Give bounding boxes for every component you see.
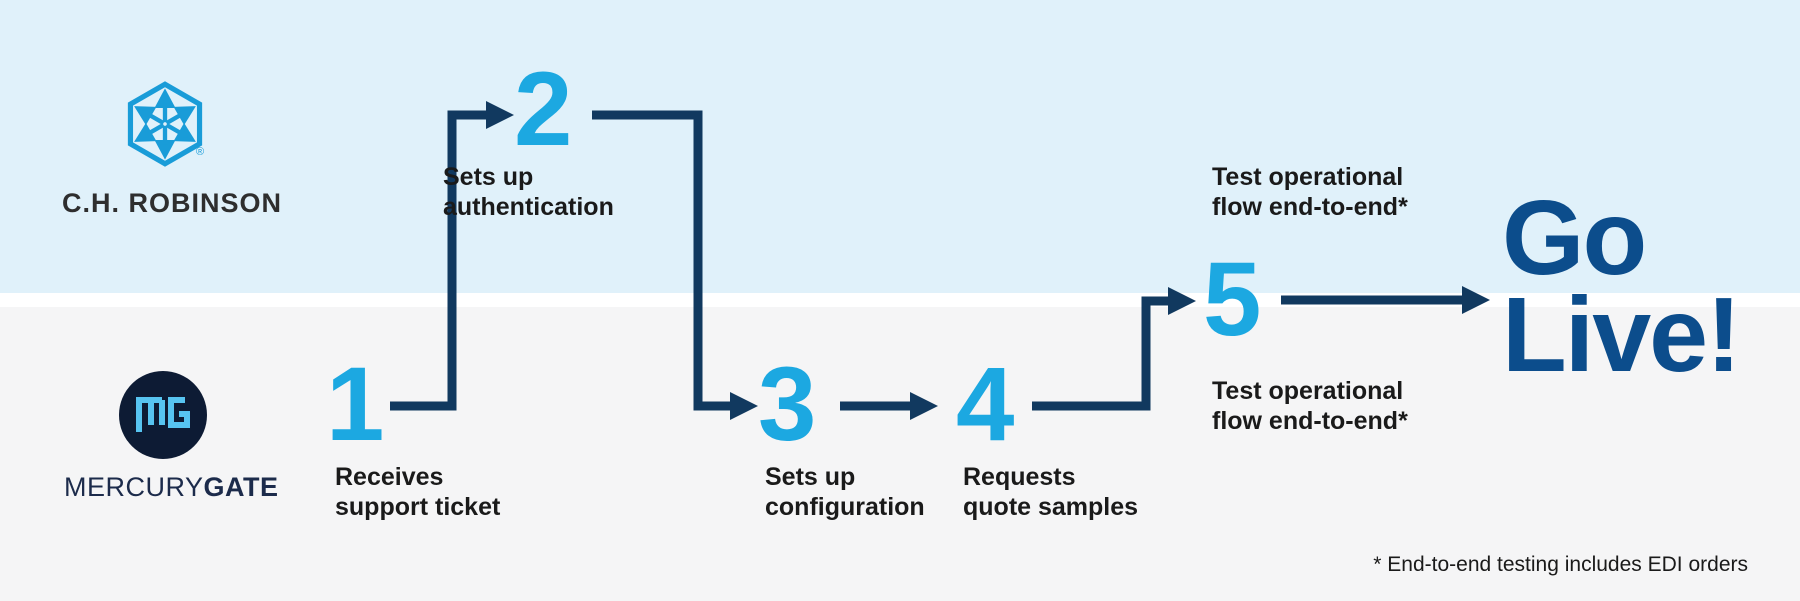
step-1-label: Receives support ticket [335, 463, 501, 521]
lane-mercurygate [0, 307, 1800, 601]
step-5-label-bottom: Test operational flow end-to-end* [1212, 377, 1408, 435]
step-2-label: Sets up authentication [443, 163, 614, 221]
step-3-label: Sets up configuration [765, 463, 925, 521]
ch-robinson-wordmark: C.H. ROBINSON [62, 188, 283, 218]
mercurygate-wordmark-bold: GATE [203, 472, 279, 502]
ch-robinson-logo-icon [127, 81, 203, 167]
registered-trademark-icon: ® [196, 146, 205, 158]
mercurygate-wordmark-regular: MERCURY [64, 472, 204, 502]
step-4-label: Requests quote samples [963, 463, 1139, 521]
step-2-number: 2 [514, 51, 572, 168]
step-1-number: 1 [326, 346, 384, 463]
go-live-text: Go Live! [1502, 179, 1741, 394]
step-3-number: 3 [758, 346, 816, 463]
step-4-number: 4 [956, 346, 1014, 463]
footnote: * End-to-end testing includes EDI orders [1373, 553, 1748, 576]
step-5-number: 5 [1203, 241, 1261, 358]
lane-ch-robinson [0, 0, 1800, 293]
step-5-label-top: Test operational flow end-to-end* [1212, 163, 1408, 221]
mercurygate-wordmark: MERCURYGATE [64, 472, 279, 503]
mercurygate-logo-icon [119, 371, 207, 459]
